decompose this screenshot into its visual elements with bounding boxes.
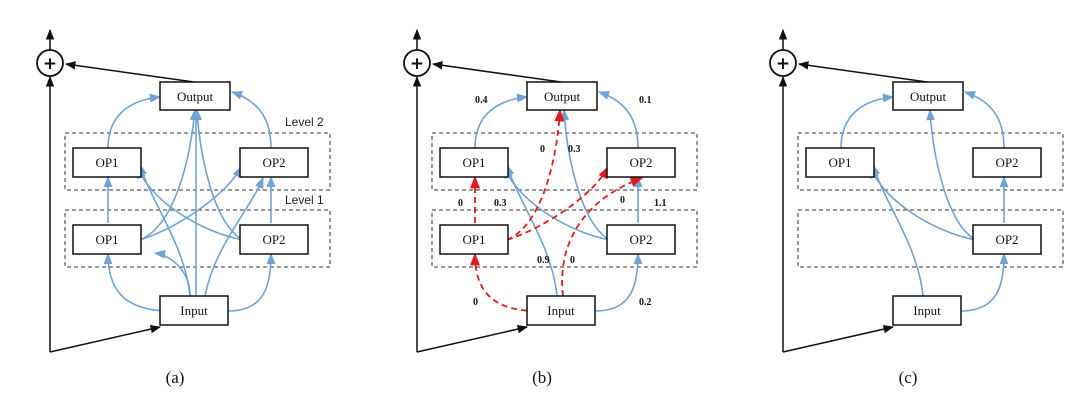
svg-text:Input: Input	[913, 303, 941, 318]
weight-label: 0.9	[537, 255, 550, 266]
panel-b: + 0.4 0.1 0 0.3 0 0.3 0 1.1	[403, 28, 698, 387]
svg-text:OP2: OP2	[995, 155, 1018, 170]
weight-label: 0	[570, 255, 575, 266]
weight-label: 0	[458, 198, 463, 209]
svg-text:+: +	[776, 54, 790, 74]
weight-label: 0	[540, 144, 545, 155]
weight-label: 0	[620, 195, 625, 206]
panel-c: + Output OP1 OP2 OP2	[769, 28, 1064, 387]
input-node: Input	[892, 295, 962, 326]
svg-text:Output: Output	[177, 89, 214, 104]
op2-level1-node: OP2	[239, 224, 309, 255]
panel-b-caption: (b)	[532, 368, 552, 387]
skip-connection	[412, 28, 562, 353]
weight-label: 1.1	[654, 198, 667, 209]
panel-a-caption: (a)	[166, 368, 185, 387]
output-node: Output	[526, 81, 598, 111]
op2-level1-node: OP2	[972, 224, 1042, 255]
svg-text:+: +	[410, 54, 424, 74]
weight-label: 0	[473, 297, 478, 308]
plus-circle-icon: +	[769, 49, 797, 77]
panel-c-caption: (c)	[899, 368, 918, 387]
svg-text:OP1: OP1	[95, 232, 118, 247]
op2-level2-node: OP2	[606, 147, 676, 178]
level-2-label: Level 2	[285, 115, 324, 129]
op1-level2-node: OP1	[72, 147, 142, 178]
skip-connection	[778, 28, 928, 353]
svg-text:OP2: OP2	[262, 232, 285, 247]
svg-text:+: +	[43, 54, 57, 74]
svg-text:OP1: OP1	[828, 155, 851, 170]
output-node: Output	[159, 81, 231, 111]
svg-text:OP2: OP2	[629, 155, 652, 170]
weight-label: 0.3	[494, 198, 507, 209]
svg-text:Input: Input	[180, 303, 208, 318]
svg-text:OP2: OP2	[629, 232, 652, 247]
svg-text:OP1: OP1	[95, 155, 118, 170]
svg-text:OP1: OP1	[462, 155, 485, 170]
level-1-label: Level 1	[285, 193, 324, 207]
edges	[840, 91, 1009, 312]
edges	[103, 91, 276, 312]
skip-connection	[45, 28, 195, 353]
op1-level1-node: OP1	[439, 224, 509, 255]
plus-circle-icon: +	[403, 49, 431, 77]
svg-text:OP2: OP2	[262, 155, 285, 170]
weight-label: 0.2	[639, 297, 652, 308]
dashed-edges	[469, 108, 644, 312]
op1-level2-node: OP1	[439, 147, 509, 178]
input-node: Input	[526, 295, 596, 326]
svg-text:Input: Input	[547, 303, 575, 318]
svg-text:OP2: OP2	[995, 232, 1018, 247]
input-node: Input	[159, 295, 229, 326]
svg-text:OP1: OP1	[462, 232, 485, 247]
op1-level1-node: OP1	[72, 224, 142, 255]
svg-text:Output: Output	[544, 89, 581, 104]
op1-level2-node: OP1	[805, 147, 875, 178]
op2-level2-node: OP2	[239, 147, 309, 178]
weight-label: 0.4	[475, 95, 488, 106]
op2-level2-node: OP2	[972, 147, 1042, 178]
op2-level1-node: OP2	[606, 224, 676, 255]
output-node: Output	[892, 81, 964, 111]
weight-label: 0.3	[568, 144, 581, 155]
plus-circle-icon: +	[36, 49, 64, 77]
weight-label: 0.1	[639, 95, 652, 106]
svg-text:Output: Output	[910, 89, 947, 104]
panel-a: + Level 2 Level 1 Output	[36, 28, 331, 387]
